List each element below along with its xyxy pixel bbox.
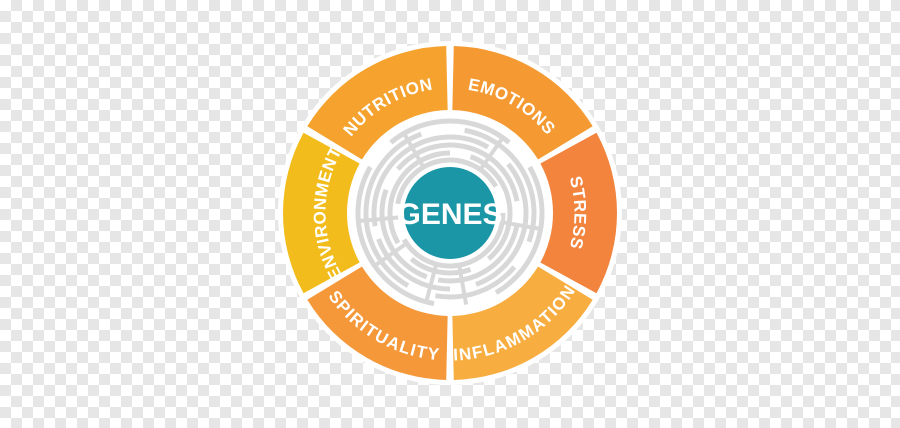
- maze-connector: [372, 241, 409, 268]
- segment-nutrition: [307, 46, 448, 160]
- maze-arc: [371, 134, 490, 227]
- maze-pattern: [355, 118, 545, 307]
- maze-arc: [387, 150, 451, 245]
- segment-label-stress: STRESS: [566, 174, 590, 252]
- maze-arc: [395, 157, 499, 205]
- maze-arc: [409, 257, 472, 276]
- segment-spirituality: [307, 266, 448, 380]
- maze-arc: [363, 131, 423, 288]
- segment-stress: [540, 132, 618, 294]
- maze-arc: [376, 238, 451, 292]
- maze-arc: [494, 165, 545, 295]
- maze-connector: [357, 215, 399, 224]
- genes-label: GENES: [397, 198, 502, 231]
- maze-arc: [437, 224, 520, 284]
- maze-arc: [434, 265, 517, 300]
- genes-center-circle: [404, 167, 496, 259]
- maze-connector: [457, 263, 469, 305]
- maze-connector: [423, 262, 439, 304]
- maze-arc: [355, 165, 435, 307]
- maze-arc: [379, 188, 428, 280]
- segment-emotions: [452, 46, 593, 160]
- maze-arc: [475, 162, 529, 287]
- maze-connector: [401, 131, 426, 169]
- maze-connector: [500, 220, 542, 232]
- maze-arc: [395, 142, 520, 202]
- segment-inflammation: [452, 266, 593, 380]
- maze-arc: [464, 127, 537, 243]
- segment-environment: [283, 132, 360, 294]
- maze-connector: [478, 135, 505, 172]
- maze-arc: [401, 212, 506, 269]
